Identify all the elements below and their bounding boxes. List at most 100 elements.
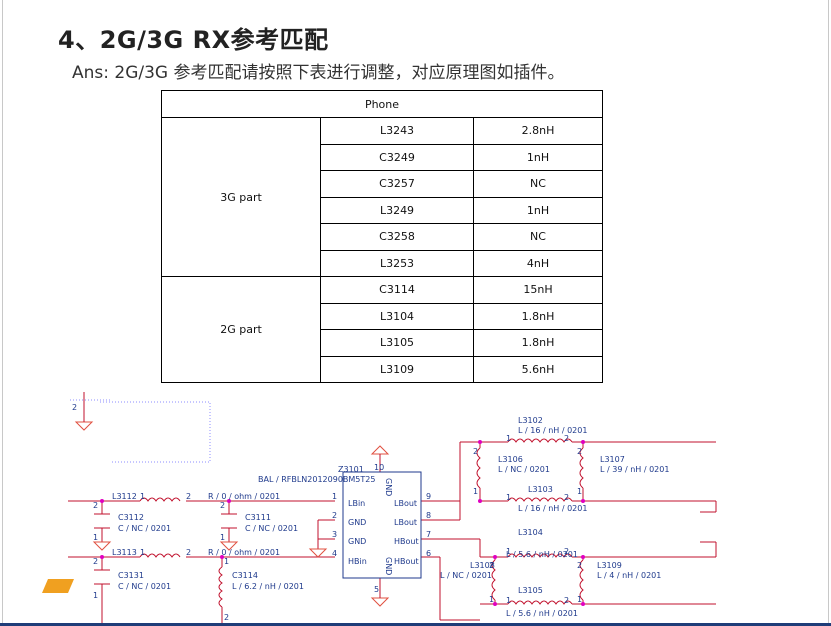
- part-cell: L3243: [320, 117, 474, 145]
- chip-pin-gnd: GND: [348, 518, 366, 527]
- part-cell: L3104: [320, 302, 474, 330]
- part-cell: C3257: [320, 170, 474, 198]
- l3113-value: R / 0 / ohm / 0201: [208, 548, 280, 557]
- capacitors: [94, 513, 237, 585]
- l3112-ref: L3112: [112, 492, 137, 501]
- pin-label: 1: [93, 533, 98, 542]
- l3102-value: L / 16 / nH / 0201: [518, 426, 587, 435]
- table-row: 3G part L3243 2.8nH: [161, 117, 603, 277]
- l3103-coil: [507, 497, 573, 502]
- c3114-coil: [218, 566, 223, 608]
- c3114-ref: C3114: [232, 571, 258, 580]
- pin-label: 2: [186, 548, 191, 557]
- value-cell: 1nH: [473, 143, 603, 171]
- l3109-ref: L3109: [597, 561, 622, 570]
- balun-chip: [342, 471, 422, 579]
- slide-subtitle: Ans: 2G/3G 参考匹配请按照下表进行调整，对应原理图如插件。: [72, 63, 565, 83]
- pin-label: 2: [473, 447, 478, 456]
- chip-pin-number: 8: [426, 511, 431, 520]
- dashed-region: [100, 401, 211, 463]
- part-cell: L3253: [320, 249, 474, 277]
- l3109-value: L / 4 / nH / 0201: [597, 571, 661, 580]
- part-cell: C3249: [320, 143, 474, 171]
- rx-matching-schematic: 2 L3112 1 2 R / 0 /: [68, 392, 717, 624]
- slide-title: 4、2G/3G RX参考匹配: [58, 26, 329, 54]
- matching-table: Phone 3G part L3243 2.8nH C3249 1nH C325…: [161, 90, 603, 383]
- chip-pin-number: 9: [426, 492, 431, 501]
- pin-label: 2: [224, 613, 229, 622]
- part-cell: L3249: [320, 196, 474, 224]
- chip-pin-number: 2: [332, 511, 337, 520]
- pin-label: 2: [577, 561, 582, 570]
- chip-pin-gnd: GND: [348, 537, 366, 546]
- c3112-value: C / NC / 0201: [118, 524, 171, 533]
- chip-pin-number: 1: [332, 492, 337, 501]
- value-cell: 4nH: [473, 249, 603, 277]
- chip-pin-hbout: HBout: [394, 557, 419, 566]
- chip-part: BAL / RFBLN2012090BM5T25: [258, 475, 375, 484]
- ground-icon: [74, 392, 94, 431]
- pin-label: 2: [564, 547, 569, 556]
- pin-label: 1: [140, 548, 145, 557]
- pin-label: 1: [577, 487, 582, 496]
- l3105-ref: L3105: [518, 586, 543, 595]
- l3113-ref: L3113: [112, 548, 137, 557]
- pin-label: 2: [577, 447, 582, 456]
- chip-pin-number: 4: [332, 549, 337, 558]
- l3109-coil: [579, 559, 584, 601]
- slide-right-border: [828, 0, 829, 626]
- table-row: L3249 1nH: [162, 196, 603, 224]
- l3107-value: L / 39 / nH / 0201: [600, 465, 669, 474]
- power-arrow-bottom: [370, 597, 390, 607]
- chip-pin-number: 10: [374, 463, 384, 472]
- pin-label: 1: [577, 595, 582, 604]
- l3106-ref: L3106: [498, 455, 523, 464]
- chip-pin-hbin: HBin: [348, 557, 367, 566]
- l3105-value: L / 5.6 / nH / 0201: [506, 609, 578, 618]
- pin-label: 2: [93, 501, 98, 510]
- pin-label: 1: [140, 492, 145, 501]
- l3103-value: L / 16 / nH / 0201: [518, 504, 587, 513]
- chip-pin-number: 5: [374, 585, 379, 594]
- c3111-ref: C3111: [245, 513, 271, 522]
- table-header-row: Phone: [161, 90, 603, 118]
- table-row: C3249 1nH: [162, 143, 603, 171]
- wires: [68, 441, 717, 624]
- table-row: L3105 1.8nH: [162, 329, 603, 357]
- accent-bar: [0, 623, 831, 626]
- pin-label: 2: [564, 493, 569, 502]
- ground-icon: [92, 541, 328, 558]
- pin-label: 2: [93, 557, 98, 566]
- part-cell: L3109: [320, 355, 474, 383]
- pin-label: 1: [473, 487, 478, 496]
- l3104-ref: L3104: [518, 528, 543, 537]
- junction-dots: [100, 440, 585, 606]
- power-arrow-top: [370, 445, 390, 455]
- l3112-coil: [139, 497, 181, 502]
- value-cell: NC: [473, 170, 603, 198]
- value-cell: 1.8nH: [473, 302, 603, 330]
- chip-pin-lbout: LBout: [394, 499, 417, 508]
- l3104-value: L / 5.6 / nH / 0201: [506, 550, 578, 559]
- chip-gnd-top: GND: [384, 478, 393, 496]
- pin-label: 1: [506, 493, 511, 502]
- c3131-ref: C3131: [118, 571, 144, 580]
- pin-label: 2: [564, 596, 569, 605]
- l3105-coil: [507, 600, 573, 605]
- group-label-2g: 2G part: [161, 276, 321, 383]
- pin-label: 1: [93, 591, 98, 600]
- l3108-ref: L3108: [470, 561, 495, 570]
- value-cell: NC: [473, 223, 603, 251]
- l3112-value: R / 0 / ohm / 0201: [208, 492, 280, 501]
- logo-icon: [42, 579, 74, 593]
- l3103-ref: L3103: [528, 485, 553, 494]
- pin-label: 1: [224, 557, 229, 566]
- chip-pin-number: 7: [426, 530, 431, 539]
- pin-label: 2: [220, 501, 225, 510]
- l3102-coil: [507, 438, 573, 443]
- table-row: L3104 1.8nH: [162, 302, 603, 330]
- table-row: C3258 NC: [162, 223, 603, 251]
- value-cell: 1nH: [473, 196, 603, 224]
- top-pin-number: 2: [72, 403, 77, 412]
- l3108-coil: [491, 559, 496, 601]
